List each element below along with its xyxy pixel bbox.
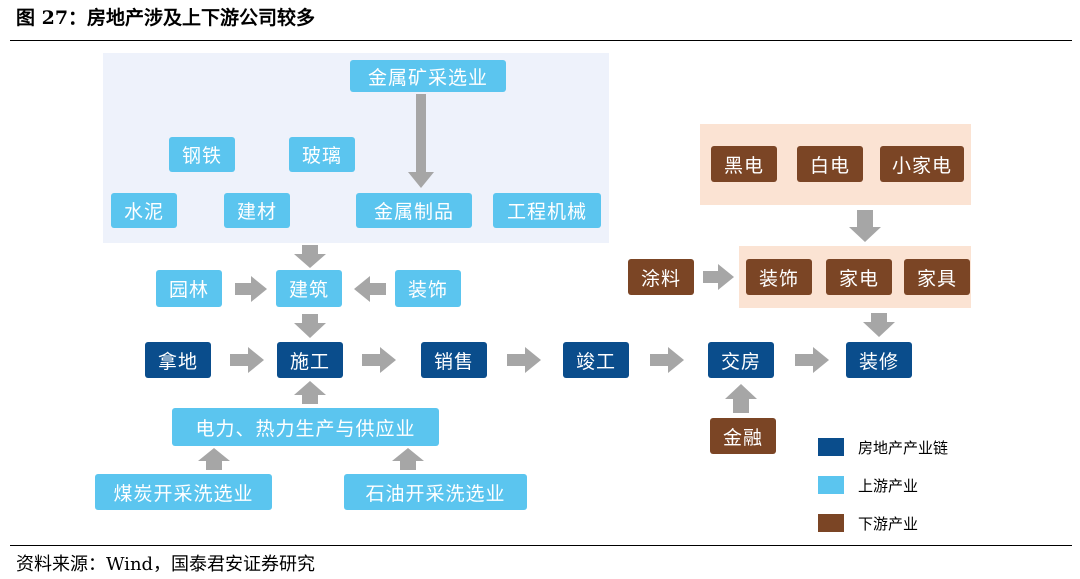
arrow-coatings-to-decoration (703, 264, 734, 290)
node-delivery: 交房 (708, 342, 774, 378)
node-furniture: 家具 (904, 259, 970, 295)
legend-label-downstream: 下游产业 (858, 515, 919, 533)
source-note: 资料来源：Wind，国泰君安证券研究 (16, 554, 316, 575)
node-building-work: 施工 (277, 342, 343, 378)
legend-label-upstream: 上游产业 (858, 477, 919, 495)
arrow-decoration-to-construction (354, 276, 386, 302)
node-coal-mining: 煤炭开采洗选业 (95, 474, 272, 510)
node-glass: 玻璃 (289, 137, 355, 172)
arrow-coal-to-utilities (198, 448, 230, 470)
source-rule (10, 545, 1072, 546)
node-utilities: 电力、热力生产与供应业 (172, 408, 439, 446)
node-decoration-downstream: 装饰 (746, 259, 812, 295)
figure-title: 图 27：房地产涉及上下游公司较多 (16, 7, 316, 29)
node-black-appliances: 黑电 (711, 146, 777, 182)
arrow-completion-to-delivery (650, 347, 684, 373)
node-landscaping: 园林 (156, 270, 222, 307)
node-cement: 水泥 (111, 193, 177, 228)
arrow-landscaping-to-construction (235, 276, 267, 302)
node-small-appliances: 小家电 (880, 146, 964, 182)
legend-swatch-upstream (818, 476, 844, 494)
arrow-work-to-sales (362, 347, 396, 373)
arrow-construction-to-work (294, 314, 326, 338)
arrow-sales-to-completion (507, 347, 541, 373)
node-metal-mining: 金属矿采选业 (350, 60, 506, 92)
arrow-oil-to-utilities (392, 448, 424, 470)
arrow-utilities-to-work (294, 381, 326, 404)
node-metal-products: 金属制品 (356, 193, 472, 228)
node-building-materials: 建材 (224, 193, 290, 228)
arrow-land-to-work (230, 347, 264, 373)
node-oil-mining: 石油开采洗选业 (344, 474, 527, 510)
node-sales: 销售 (421, 342, 487, 378)
title-rule (10, 40, 1072, 41)
node-coatings: 涂料 (628, 259, 694, 295)
node-completion: 竣工 (563, 342, 629, 378)
node-steel: 钢铁 (169, 137, 235, 172)
arrow-materials-to-construction (294, 245, 326, 268)
node-home-appliances: 家电 (826, 259, 892, 295)
arrow-furnishing-to-renovation (863, 313, 895, 337)
node-land-acquisition: 拿地 (145, 342, 211, 378)
legend-swatch-core (818, 438, 844, 456)
node-white-appliances: 白电 (797, 146, 863, 182)
arrow-delivery-to-renovation (795, 347, 829, 373)
node-construction: 建筑 (276, 270, 342, 307)
node-renovation: 装修 (846, 342, 912, 378)
arrow-appliances-to-furnishing (849, 210, 881, 242)
legend-swatch-downstream (818, 514, 844, 532)
node-decoration-upstream: 装饰 (395, 270, 461, 307)
node-finance: 金融 (710, 418, 776, 454)
node-engineering-machinery: 工程机械 (493, 193, 601, 228)
arrow-finance-to-delivery (725, 384, 757, 413)
legend-label-core: 房地产产业链 (858, 439, 949, 457)
